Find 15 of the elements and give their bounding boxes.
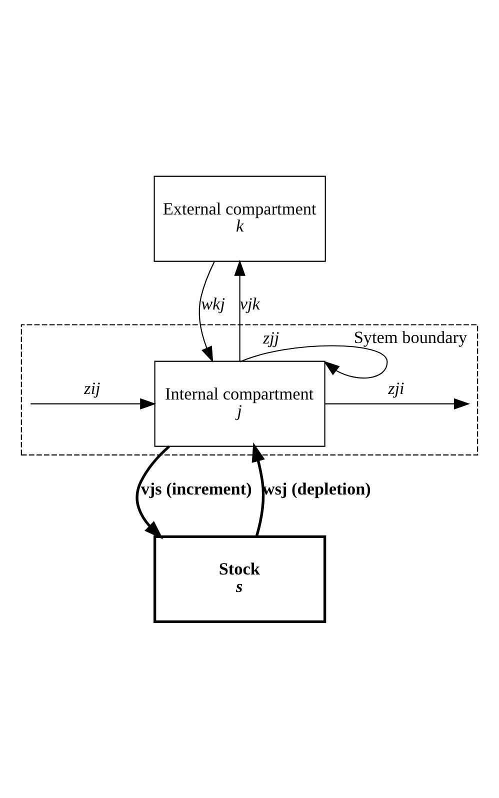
arrow — [234, 260, 246, 362]
edge-label: zjj — [262, 328, 280, 348]
node-box: External compartment k — [154, 176, 326, 262]
node-box: Internal compartment j — [154, 360, 326, 447]
node-box: Stock s — [153, 535, 326, 624]
arrow — [198, 261, 215, 363]
edge-label: wsj (depletion) — [262, 480, 371, 499]
arrow — [30, 398, 156, 410]
edge-label: zij — [84, 378, 100, 398]
arrow — [136, 446, 170, 540]
edge-label: wkj — [201, 294, 225, 314]
arrow — [252, 442, 265, 537]
edge-label: vjs (increment) — [140, 480, 252, 499]
edge-label: zji — [388, 378, 404, 398]
arrow — [324, 398, 470, 410]
